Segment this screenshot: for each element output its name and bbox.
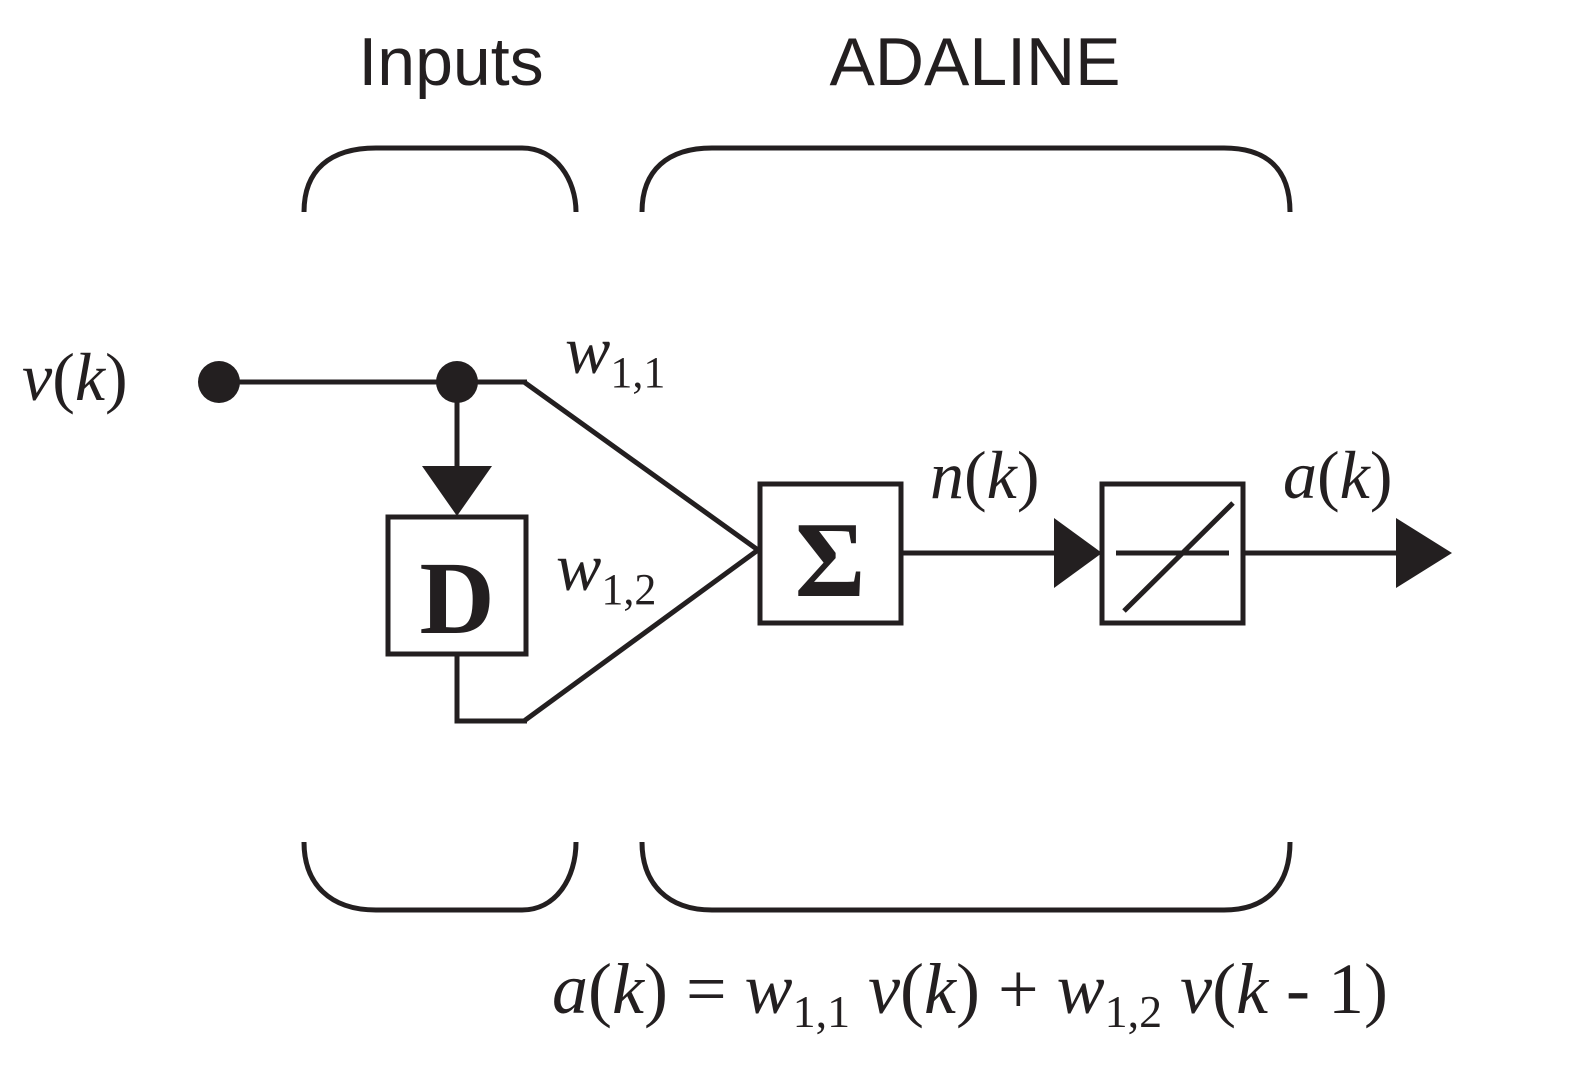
w12-branch	[522, 547, 760, 724]
delay-label: D	[419, 541, 494, 656]
delay-output-line	[454, 654, 527, 724]
w11-label: w1,1	[565, 312, 665, 397]
inputs-top-bracket	[301, 145, 579, 213]
transfer-linear-line	[1122, 501, 1235, 613]
output-label: a(k)	[1283, 437, 1393, 513]
input-signal-label: v(k)	[22, 339, 128, 415]
inputs-bottom-bracket	[301, 841, 579, 913]
sum-output-arrowhead	[1054, 518, 1102, 588]
adaline-equation: a(k) = w1,1 v(k) + w1,2 v(k - 1)	[552, 949, 1388, 1037]
adaline-bottom-bracket	[639, 841, 1293, 913]
inputs-label: Inputs	[358, 24, 543, 100]
w11-branch	[522, 379, 760, 553]
adaline-top-bracket	[639, 145, 1293, 213]
sum-output-label: n(k)	[930, 437, 1040, 513]
output-arrowhead	[1396, 518, 1452, 588]
summer-symbol: Σ	[795, 501, 866, 620]
adaline-label: ADALINE	[830, 24, 1121, 100]
delay-feed-arrowhead	[422, 466, 492, 516]
w12-label: w1,2	[556, 529, 656, 614]
